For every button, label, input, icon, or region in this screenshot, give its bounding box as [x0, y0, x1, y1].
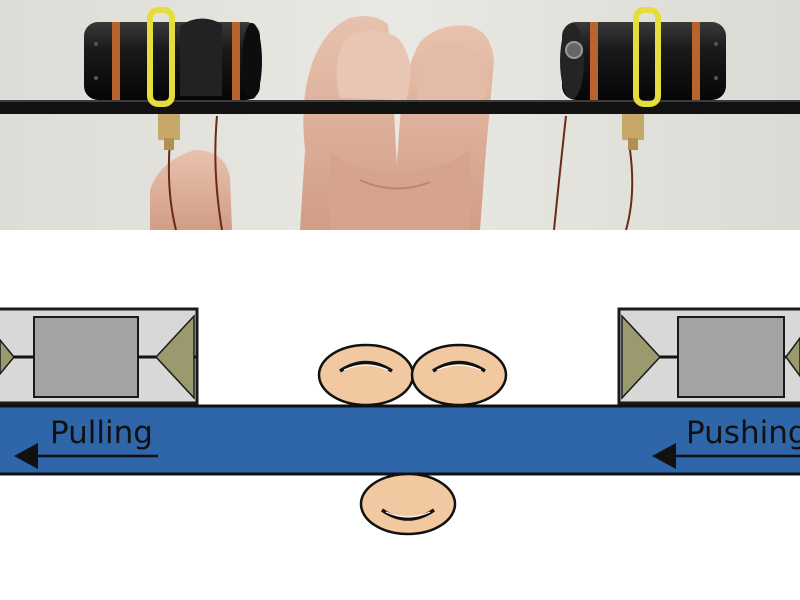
fingertip-bottom — [359, 472, 457, 536]
fingertip-top-right — [410, 343, 508, 407]
plate — [0, 100, 800, 114]
schematic-diagram: Pulling Pushing — [0, 230, 800, 600]
thumb-tip — [336, 30, 411, 100]
arrow-left-icon — [652, 443, 800, 469]
wire-right-b — [625, 149, 634, 230]
hand — [150, 16, 494, 230]
schematic-svg: Pulling Pushing — [0, 307, 800, 536]
wedge-right-inner — [785, 336, 800, 378]
arrow-left-icon — [14, 443, 158, 469]
wire-right-a — [553, 115, 567, 230]
wedge-left-outer — [154, 314, 195, 400]
actuator-right — [617, 307, 800, 405]
fingertip-top-left — [317, 343, 415, 407]
pushing-label: Pushing — [686, 415, 800, 451]
wedge-left-inner — [0, 338, 15, 376]
coil-actuator-left — [84, 7, 262, 107]
actuator-left — [0, 307, 199, 405]
pulling-label: Pulling — [50, 415, 153, 451]
photo-panel — [0, 0, 800, 230]
finger-tip — [416, 41, 489, 100]
connector-left — [158, 114, 180, 150]
connector-right — [622, 114, 644, 150]
finger-left — [150, 150, 232, 230]
coil-actuator-right — [560, 7, 726, 107]
photo-scene — [0, 0, 800, 230]
wedge-right-outer — [621, 314, 662, 400]
wire-left-b — [214, 115, 223, 230]
